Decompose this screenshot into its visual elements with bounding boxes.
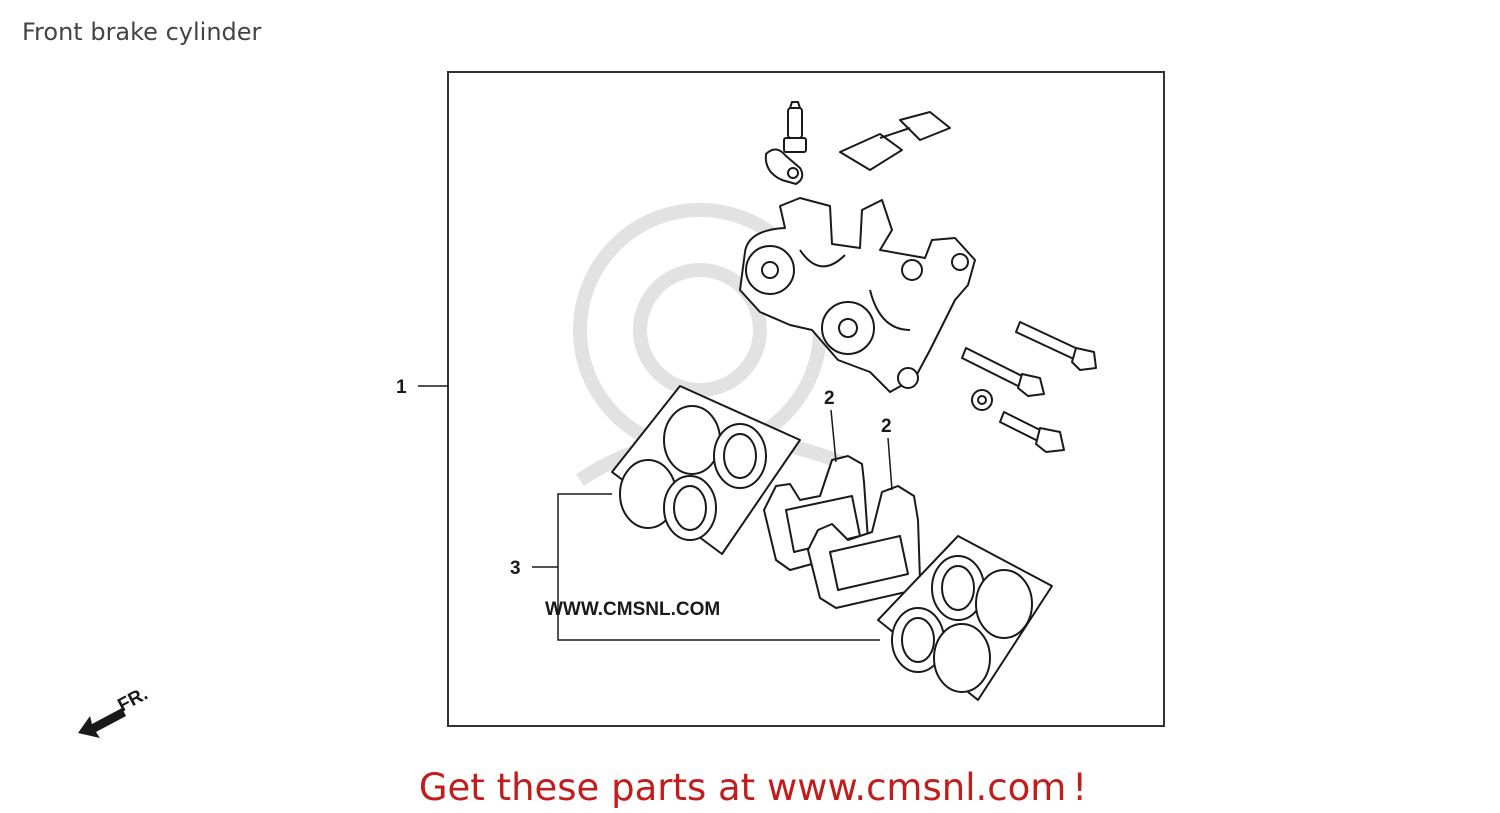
bleeder-cap — [764, 148, 804, 185]
cmsnl-link[interactable]: Get these parts at www.cmsnl.com! — [0, 766, 1500, 809]
front-direction-arrow-icon: FR. — [78, 684, 151, 738]
pad-spring — [839, 111, 951, 171]
page-title: Front brake cylinder — [22, 18, 262, 46]
caliper-bolt-short — [999, 411, 1065, 453]
caliper-body — [739, 197, 976, 393]
caliper-bolt-medium — [961, 347, 1045, 397]
leader-lines — [418, 385, 893, 641]
callout-2-rear-pad: 2 — [881, 416, 892, 437]
cmsnl-link-suffix: ! — [1072, 766, 1088, 809]
callout-1: 1 — [396, 377, 407, 398]
piston-seal-kit-left — [611, 385, 801, 555]
watermark-text: WWW.CMSNL.COM — [545, 599, 720, 620]
washer — [971, 389, 993, 411]
piston-seal-kit-right — [877, 535, 1053, 701]
assembly-frame — [447, 71, 1165, 727]
caliper-bolt-long — [1015, 321, 1097, 371]
callout-2-front-pad: 2 — [824, 388, 835, 409]
brake-pad-rear — [807, 485, 921, 609]
bleeder-screw — [783, 101, 807, 153]
cmsnl-link-text[interactable]: Get these parts at www.cmsnl.com — [418, 766, 1067, 809]
callout-3: 3 — [510, 558, 521, 579]
